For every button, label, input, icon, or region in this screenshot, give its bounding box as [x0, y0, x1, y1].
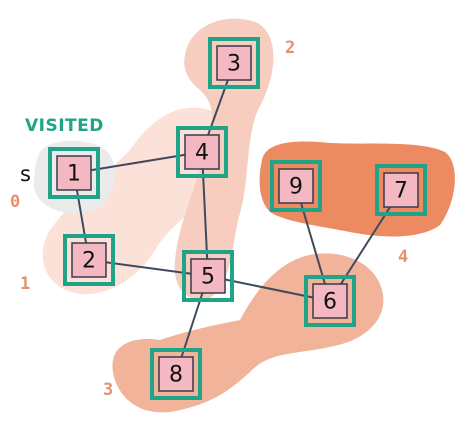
node-9: 9 [270, 160, 322, 212]
node-1-label: 1 [67, 162, 81, 187]
layer-0-number: 0 [10, 192, 20, 212]
node-9-box [278, 168, 314, 204]
edge-4-5 [201, 151, 209, 277]
node-4: 4 [176, 126, 228, 178]
node-2-label: 2 [82, 249, 96, 274]
source-label: s [20, 162, 31, 186]
node-8-label: 8 [169, 363, 183, 388]
edge-7-6 [329, 189, 402, 302]
node-7-label: 7 [394, 179, 408, 204]
layer-3-number: 3 [103, 380, 113, 400]
node-6-visited-frame [304, 275, 356, 327]
layer-2-number: 2 [285, 38, 295, 58]
node-4-visited-frame [176, 126, 228, 178]
node-9-label: 9 [289, 175, 303, 200]
edge-2-5 [88, 259, 209, 277]
node-9-visited-frame [270, 160, 322, 212]
node-7-box [383, 172, 419, 208]
edge-9-6 [295, 185, 331, 302]
node-2-visited-frame [63, 234, 115, 286]
node-5-box [190, 258, 226, 294]
node-5: 5 [182, 250, 234, 302]
node-8-visited-frame [150, 348, 202, 400]
node-3: 3 [208, 37, 260, 89]
node-7-visited-frame [375, 164, 427, 216]
node-5-visited-frame [182, 250, 234, 302]
layer-1-number: 1 [20, 274, 30, 294]
node-7: 7 [375, 164, 427, 216]
node-8: 8 [150, 348, 202, 400]
node-6-box [312, 283, 348, 319]
node-3-visited-frame [208, 37, 260, 89]
node-8-box [158, 356, 194, 392]
edge-5-6 [207, 275, 331, 302]
node-3-label: 3 [227, 52, 241, 77]
node-5-label: 5 [201, 265, 215, 290]
node-2-box [71, 242, 107, 278]
node-1-box [56, 155, 92, 191]
node-4-label: 4 [195, 141, 209, 166]
node-6-label: 6 [323, 290, 337, 315]
layer-4-number: 4 [398, 247, 408, 267]
node-1-visited-frame [48, 147, 100, 199]
node-6: 6 [304, 275, 356, 327]
node-2: 2 [63, 234, 115, 286]
node-4-box [184, 134, 220, 170]
node-1: 1 [48, 147, 100, 199]
node-3-box [216, 45, 252, 81]
visited-label: VISITED [25, 116, 104, 136]
edge-1-4 [73, 151, 203, 174]
node-group: 1 2 3 4 5 6 7 8 9 [48, 37, 427, 400]
